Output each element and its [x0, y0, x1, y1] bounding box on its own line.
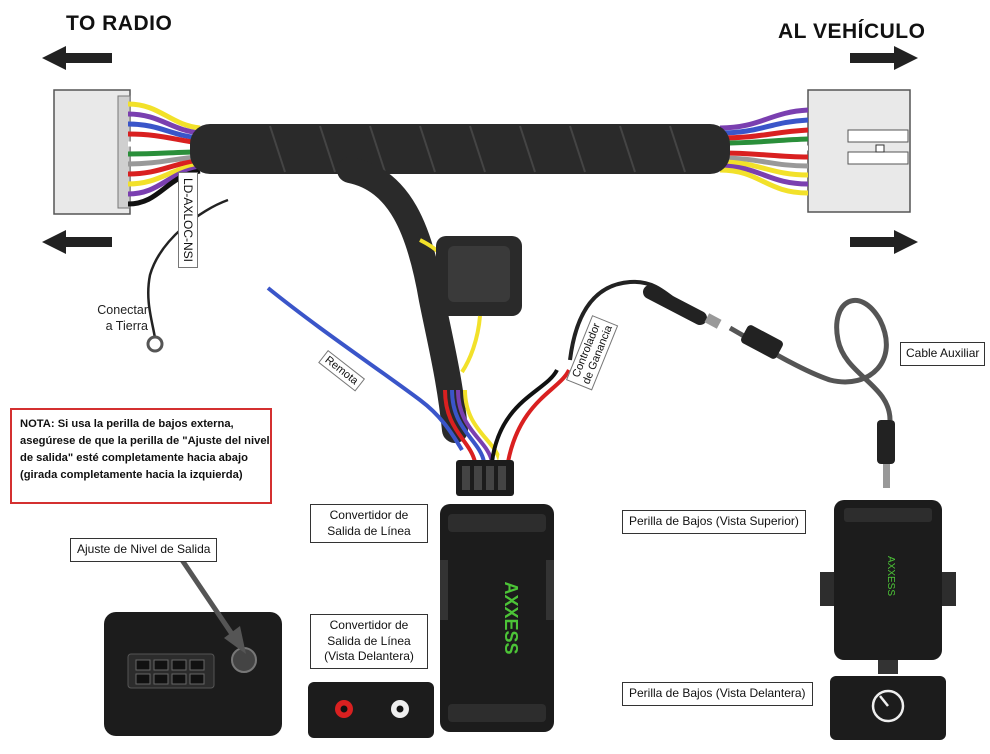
line-out-callout-line-1: Convertidor de [329, 508, 409, 522]
output-level-module [104, 612, 282, 736]
line-out-front-view [308, 682, 434, 738]
knob-icon [871, 689, 905, 723]
output-level-pointer [179, 558, 246, 654]
gain-control-cable [568, 279, 722, 361]
ground-wire [146, 198, 229, 353]
fuse-holder [419, 236, 522, 374]
line-out-front-callout: Convertidor de Salida de Línea (Vista De… [310, 614, 428, 669]
aux-cable-label: Cable Auxiliar [900, 342, 986, 366]
output-level-callout: Ajuste de Nivel de Salida [70, 538, 218, 562]
line-out-front-line-2: Salida de Línea [327, 633, 411, 648]
line-out-callout-line-2: Salida de Línea [327, 523, 411, 538]
harness-label: LD-AXLOC-NSI [178, 172, 198, 269]
note-line-4: (girada completamente hacia la izquierda… [20, 469, 243, 482]
line-out-front-line-1: Convertidor de [329, 618, 409, 632]
note-line-3: de salida" esté completamente hacia abaj… [20, 452, 248, 465]
arrow-right-icon [850, 230, 918, 254]
ground-label-line-2: a Tierra [105, 319, 148, 334]
line-out-converter: AXXESS [440, 504, 554, 732]
arrow-left-icon [42, 230, 112, 254]
bass-front-callout: Perilla de Bajos (Vista Delantera) [622, 682, 813, 706]
arrow-left-icon [42, 46, 112, 70]
bass-knob-front-view [830, 676, 946, 740]
ground-label: Conectar a Tierra [90, 302, 148, 335]
branch-loom [337, 157, 468, 443]
note-line-2: asegúrese de que la perilla de "Ajuste d… [20, 435, 270, 448]
remote-wire [266, 286, 464, 452]
line-out-callout: Convertidor de Salida de Línea [310, 504, 428, 544]
arrow-right-icon [850, 46, 918, 70]
converter-wires [443, 368, 571, 463]
al-vehiculo-header: AL VEHÍCULO [778, 20, 926, 43]
radio-connector [53, 89, 131, 215]
vehicle-connector [807, 89, 911, 213]
note-line-1: NOTA: Si usa la perilla de bajos externa… [20, 418, 234, 430]
to-radio-header: TO RADIO [66, 12, 173, 35]
ground-label-line-1: Conectar [97, 303, 148, 317]
aux-cable [728, 297, 895, 488]
line-out-front-line-3: (Vista Delantera) [324, 649, 414, 664]
note-box: NOTA: Si usa la perilla de bajos externa… [10, 408, 272, 504]
bass-knob-top-view: AXXESS [820, 500, 956, 674]
right-wire-bundle [719, 107, 809, 196]
brand-logo: AXXESS [885, 556, 896, 596]
converter-plug [456, 460, 514, 496]
bass-top-callout: Perilla de Bajos (Vista Superior) [622, 510, 806, 534]
harness-loom [190, 124, 730, 174]
brand-logo: AXXESS [501, 581, 521, 654]
